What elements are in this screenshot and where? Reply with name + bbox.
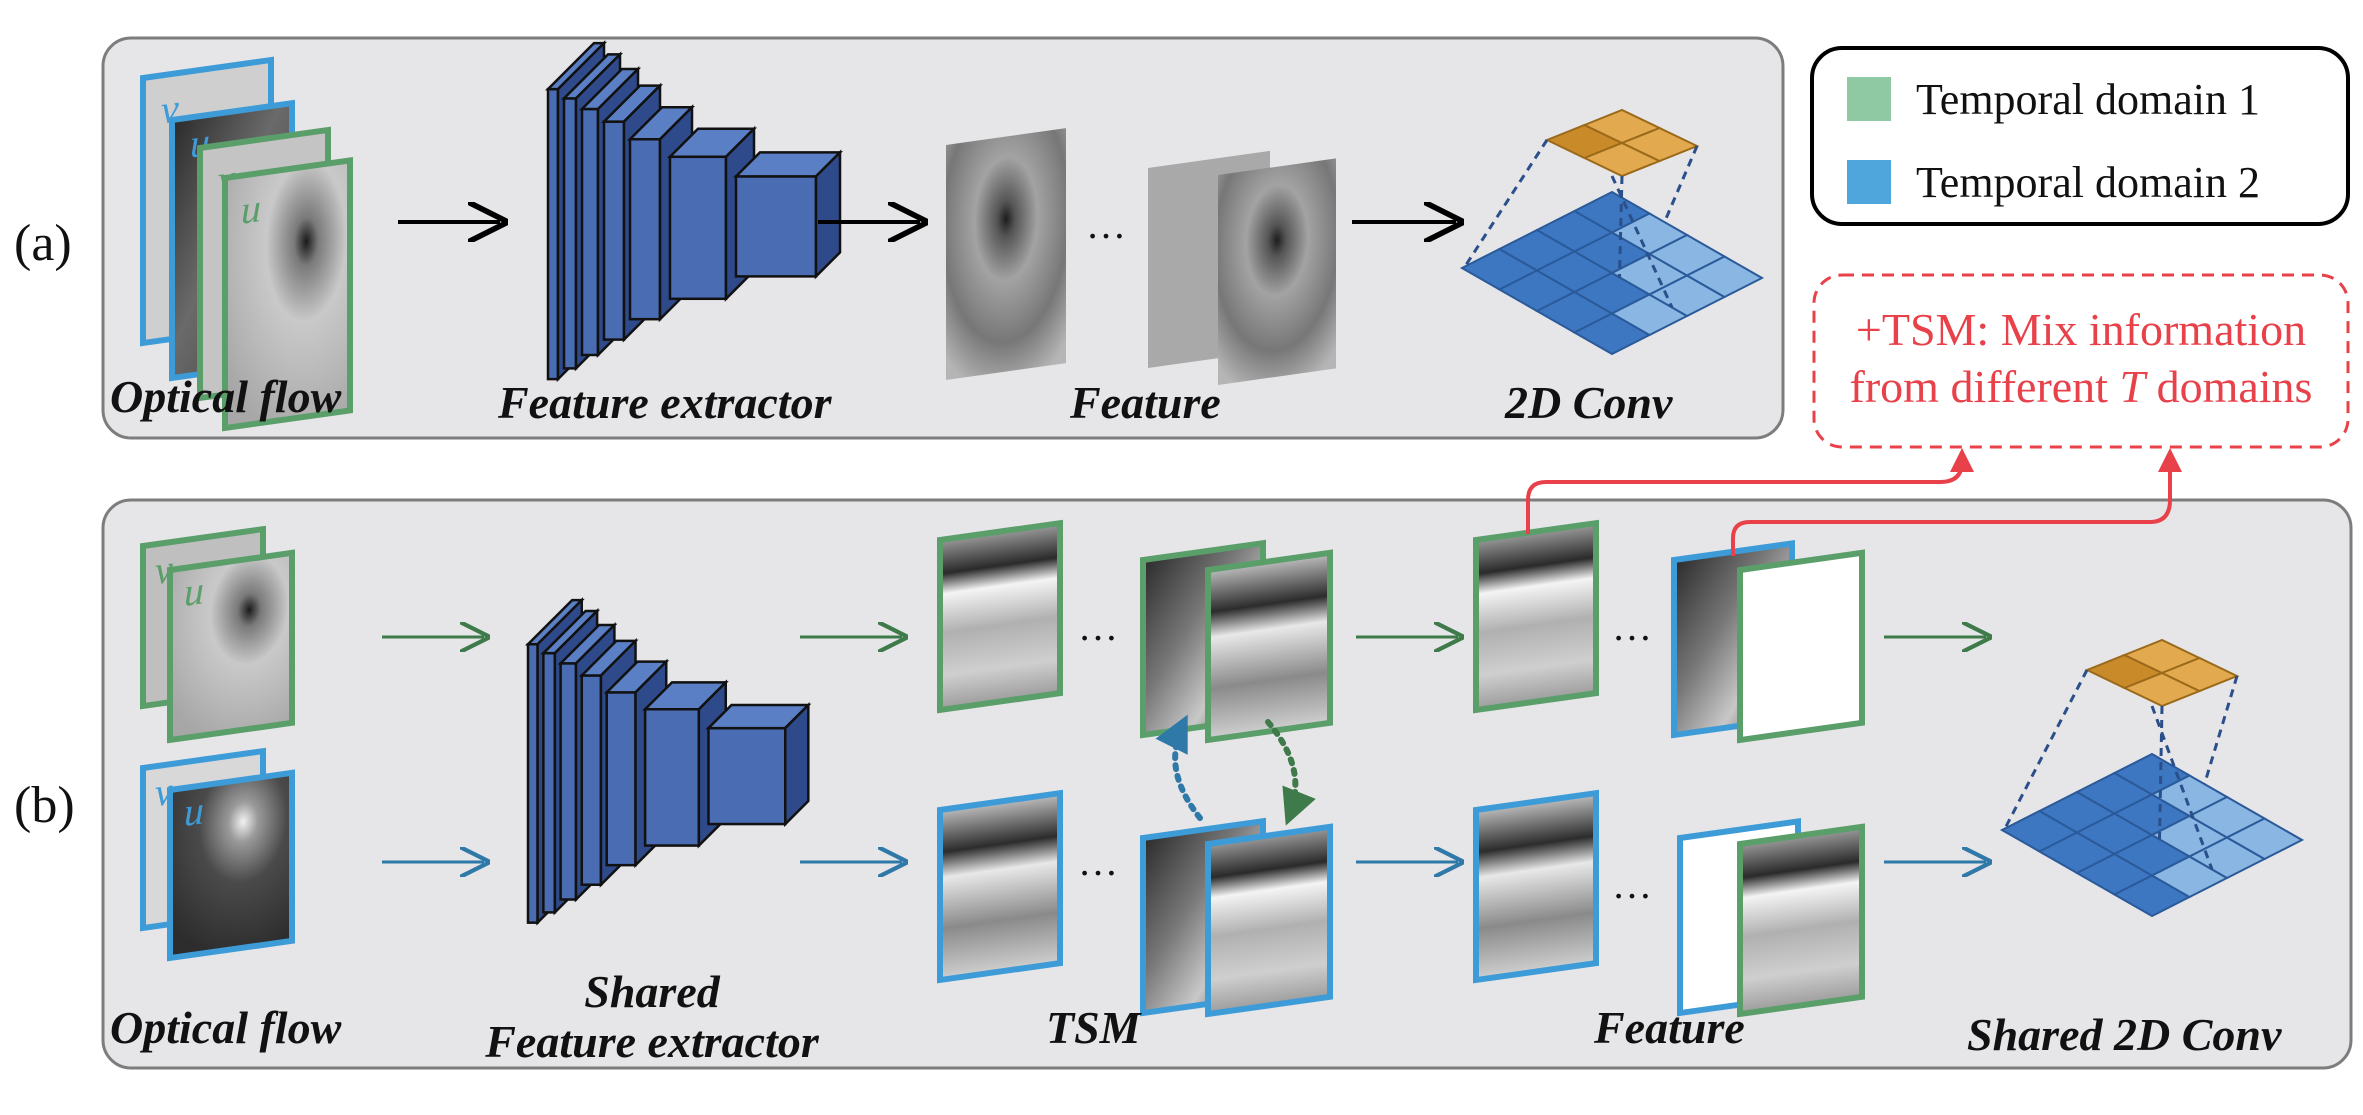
conv-projection-line — [2150, 705, 2214, 870]
extractor-layer-side — [784, 702, 810, 828]
extractor-layer — [559, 662, 578, 901]
conv-projection-line — [1610, 175, 1674, 309]
tsm-note-line1: +TSM: Mix information — [1856, 304, 2306, 355]
panel-a-optical-flow-label: Optical flow — [110, 371, 342, 422]
panel-a-conv-label: 2D Conv — [1504, 377, 1673, 428]
conv-projection-line — [2203, 675, 2239, 785]
flow-letter-u: u — [241, 185, 261, 233]
ellipsis: … — [1078, 839, 1118, 884]
extractor-layer — [562, 97, 578, 370]
panel-b-shared-label-line2: Feature extractor — [484, 1016, 820, 1067]
extractor-layer — [542, 651, 557, 914]
extractor-layer — [580, 107, 600, 357]
panel-b-tsm-maps: … … — [937, 519, 1333, 1018]
conv-projection-line — [1463, 139, 1549, 268]
extractor-layer — [628, 137, 662, 321]
extractor-layer — [643, 707, 701, 847]
legend-label-domain-2: Temporal domain 2 — [1916, 158, 2260, 207]
ellipsis: … — [1612, 862, 1652, 907]
extractor-layer — [734, 175, 818, 278]
panel-a-feature-label: Feature — [1069, 377, 1221, 428]
panel-a-feature-extractor — [544, 40, 844, 383]
panel-b-shared-label-line1: Shared — [584, 966, 720, 1017]
panel-a-label: (a) — [14, 215, 72, 272]
extractor-layer — [605, 691, 637, 867]
panel-b-tsm-label: TSM — [1046, 1002, 1143, 1053]
panel-b-optical-flow-label: Optical flow — [110, 1002, 342, 1053]
panel-a-feature-maps: … — [946, 128, 1336, 385]
legend: Temporal domain 1 Temporal domain 2 — [1810, 46, 2350, 226]
extractor-layer — [580, 674, 603, 886]
extractor-layer — [526, 643, 539, 924]
extractor-layer — [546, 87, 560, 381]
legend-swatch-domain-1 — [1847, 77, 1891, 121]
flow-letter-u: u — [184, 787, 204, 835]
panel-b-conv — [1999, 638, 2305, 918]
conv-projection-line — [1618, 175, 1624, 278]
tsm-swap-arrow-blue — [1155, 714, 1203, 821]
panel-a-feature-extractor-label: Feature extractor — [497, 377, 833, 428]
extractor-layer — [602, 120, 626, 341]
ellipsis: … — [1612, 604, 1652, 649]
tsm-note: +TSM: Mix information from different T d… — [1812, 273, 2350, 449]
panel-a-conv — [1459, 108, 1765, 356]
panel-a-optical-flow-stack: v u v u — [140, 56, 353, 432]
tsm-note-connector-2 — [1731, 448, 2182, 556]
tsm-note-line2: from different T domains — [1850, 361, 2313, 412]
extractor-layer — [707, 726, 787, 826]
conv-grid-cell — [2224, 817, 2305, 861]
panel-b-feature-extractor — [524, 597, 812, 926]
panel-b-optical-flow-green: v u — [140, 525, 295, 744]
extractor-layer-side — [814, 149, 842, 280]
legend-swatch-domain-2 — [1847, 160, 1891, 204]
panel-b-feature-label: Feature — [1593, 1002, 1745, 1053]
tsm-swap-arrow-green — [1265, 719, 1316, 826]
conv-projection-line — [2003, 669, 2089, 830]
ellipsis: … — [1078, 604, 1118, 649]
legend-label-domain-1: Temporal domain 1 — [1916, 75, 2260, 124]
panel-b-optical-flow-blue: v u — [140, 747, 295, 962]
ellipsis: … — [1086, 202, 1126, 247]
conv-grid-cell — [1684, 255, 1765, 299]
tsm-note-connector-1 — [1526, 448, 1974, 534]
panel-b-conv-label: Shared 2D Conv — [1967, 1009, 2282, 1060]
flow-letter-u: u — [184, 567, 204, 615]
panel-b-label: (b) — [14, 777, 75, 834]
panel-a-background — [101, 36, 1785, 440]
extractor-layer — [668, 155, 728, 301]
